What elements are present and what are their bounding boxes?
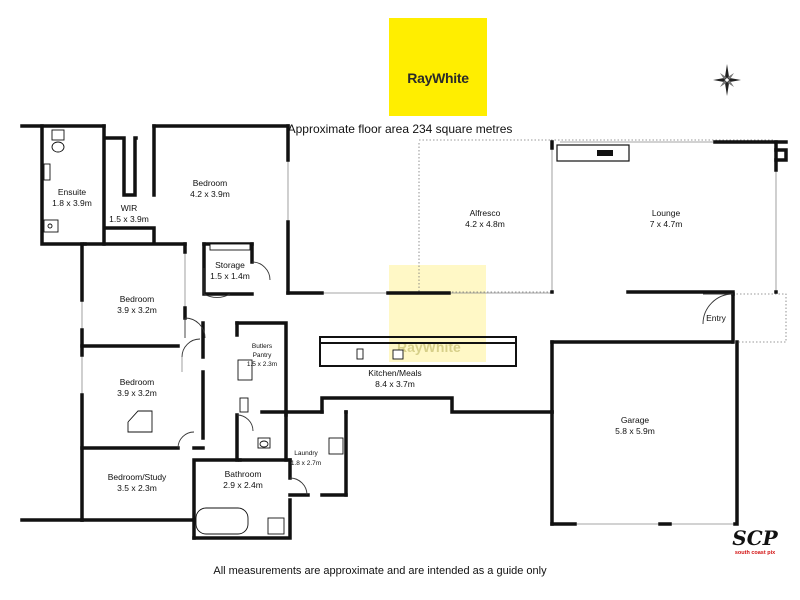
raywhite-logo: RayWhite bbox=[389, 18, 487, 116]
wir-size: 1.5 x 3.9m bbox=[109, 214, 149, 224]
storage-name: Storage bbox=[215, 260, 245, 270]
compass-icon bbox=[713, 64, 741, 96]
bedroom-3-size: 3.9 x 3.2m bbox=[117, 388, 157, 398]
photographer-logo: SCP south coast pix bbox=[726, 526, 784, 562]
room-labels: Ensuite 1.8 x 3.9m WIR 1.5 x 3.9m Bedroo… bbox=[52, 178, 727, 493]
fixtures bbox=[43, 129, 404, 535]
alfresco-size: 4.2 x 4.8m bbox=[465, 219, 505, 229]
doors bbox=[177, 261, 734, 496]
disclaimer-caption: All measurements are approximate and are… bbox=[213, 565, 547, 577]
ensuite-size: 1.8 x 3.9m bbox=[52, 198, 92, 208]
garage-size: 5.8 x 5.9m bbox=[615, 426, 655, 436]
wir-name: WIR bbox=[121, 203, 138, 213]
photographer-logo-subtitle: south coast pix bbox=[734, 550, 776, 556]
laundry-name: Laundry bbox=[294, 450, 318, 457]
fireplace bbox=[556, 144, 630, 162]
storage-size: 1.5 x 1.4m bbox=[210, 271, 250, 281]
floor-area-caption: Approximate floor area 234 square metres bbox=[287, 122, 513, 136]
butlers-pantry-size: 1.5 x 2.3m bbox=[247, 361, 277, 368]
kitchen-island bbox=[319, 336, 517, 367]
kitchen-name: Kitchen/Meals bbox=[368, 368, 421, 378]
photographer-logo-mark: SCP bbox=[732, 526, 778, 550]
bedroom-3-name: Bedroom bbox=[120, 377, 155, 387]
bedroom-2-size: 3.9 x 3.2m bbox=[117, 305, 157, 315]
raywhite-logo-text: RayWhite bbox=[407, 70, 469, 86]
bedroom-2-name: Bedroom bbox=[120, 294, 155, 304]
ensuite-name: Ensuite bbox=[58, 187, 87, 197]
bedroom-master-name: Bedroom bbox=[193, 178, 228, 188]
alfresco-name: Alfresco bbox=[470, 208, 501, 218]
laundry-size: 1.8 x 2.7m bbox=[291, 460, 321, 467]
lounge-name: Lounge bbox=[652, 208, 681, 218]
kitchen-size: 8.4 x 3.7m bbox=[375, 379, 415, 389]
watermark-text: RayWhite bbox=[397, 339, 461, 355]
watermark: RayWhite bbox=[389, 265, 486, 362]
bathroom-name: Bathroom bbox=[225, 469, 262, 479]
outdoor-outlines bbox=[418, 139, 787, 343]
butlers-pantry-name-1: Butlers bbox=[252, 343, 273, 350]
lounge-size: 7 x 4.7m bbox=[650, 219, 683, 229]
fireplace-insert bbox=[597, 150, 613, 156]
bedroom-master-size: 4.2 x 3.9m bbox=[190, 189, 230, 199]
garage-name: Garage bbox=[621, 415, 650, 425]
bedroom-study-size: 3.5 x 2.3m bbox=[117, 483, 157, 493]
bathroom-size: 2.9 x 2.4m bbox=[223, 480, 263, 490]
bedroom-study-name: Bedroom/Study bbox=[108, 472, 167, 482]
butlers-pantry-name-2: Pantry bbox=[253, 352, 273, 359]
entry-name: Entry bbox=[706, 313, 727, 323]
windows bbox=[81, 141, 777, 525]
